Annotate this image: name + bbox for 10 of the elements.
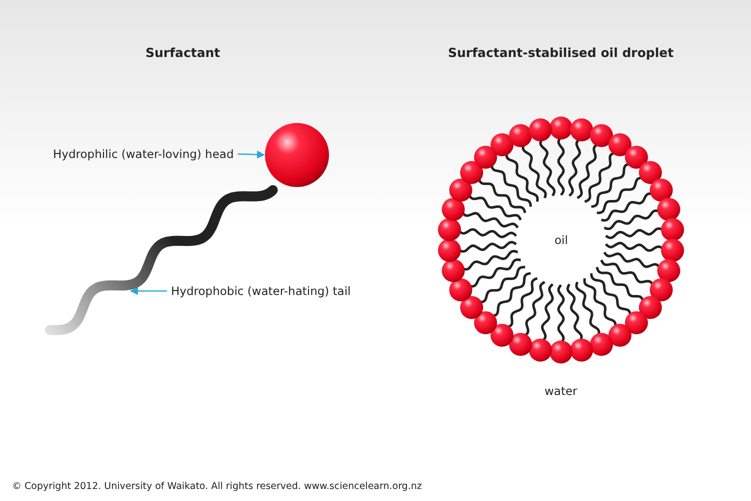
heading: Surfactant-stabilised oil droplet [448,45,674,60]
leader-arrow [238,150,265,159]
head-sphere [265,123,329,187]
copyright-note: © Copyright 2012. University of Waikato. All rights reserved. www.sciencelearn.org.nz [12,481,422,492]
water-label: water [544,384,578,398]
heading: Surfactant [146,45,220,60]
callout-label: Hydrophobic (water-hating) tail [171,284,351,298]
leader-arrow [130,287,167,295]
oil-label: oil [554,233,568,247]
callout-label: Hydrophilic (water-loving) head [53,147,234,161]
